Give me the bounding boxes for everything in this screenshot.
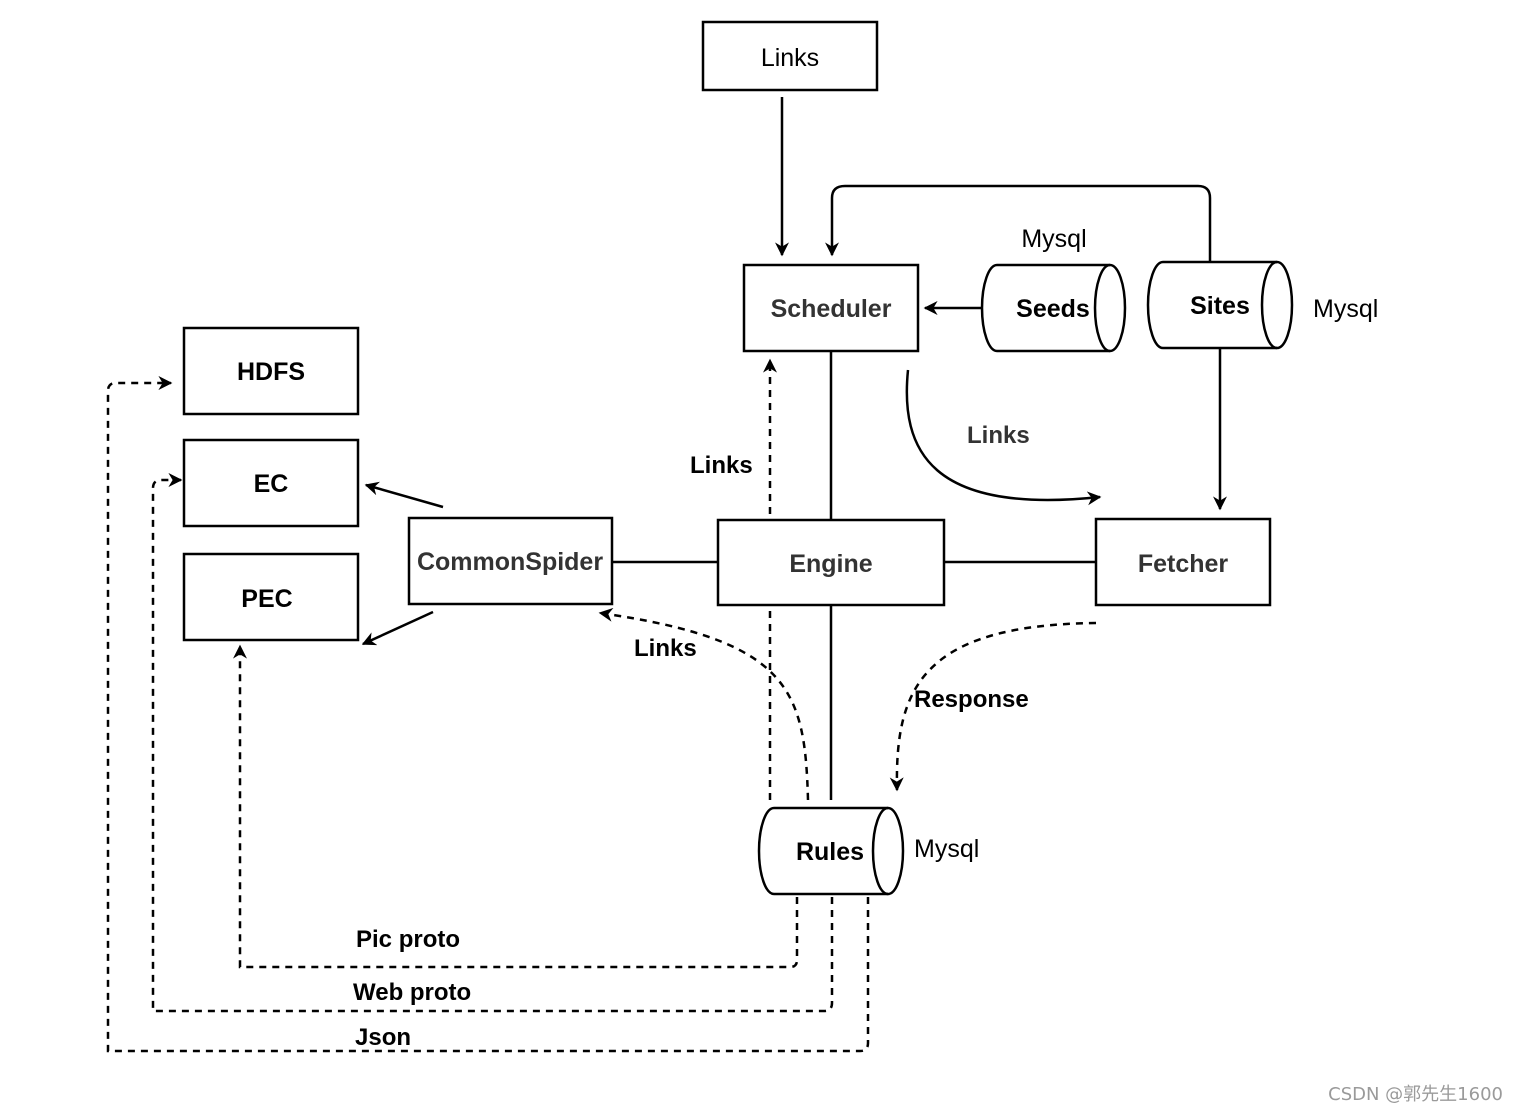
node-hdfs-label: HDFS: [237, 358, 305, 386]
node-seeds: Seeds: [980, 263, 1127, 353]
edge-label-rules-commonspider: Links: [634, 635, 697, 662]
edge-rules-to-pec: [233, 644, 799, 969]
node-seeds-label: Seeds: [1016, 295, 1090, 323]
seeds-db-label: Mysql: [1021, 225, 1086, 253]
edge-sites-to-scheduler: [825, 184, 1212, 262]
node-links-top-label: Links: [761, 44, 819, 72]
node-rules-label: Rules: [796, 838, 864, 866]
edge-label-scheduler-fetcher: Links: [967, 422, 1030, 449]
node-sites-label: Sites: [1190, 292, 1250, 320]
edge-label-fetcher-rules: Response: [914, 686, 1029, 713]
edge-rules-to-commonspider: [598, 607, 810, 801]
node-scheduler: Scheduler: [742, 263, 920, 353]
node-engine: Engine: [716, 518, 946, 607]
edge-label-rules-hdfs: Json: [355, 1024, 411, 1051]
node-engine-label: Engine: [789, 550, 872, 578]
node-rules: Rules: [757, 806, 905, 896]
node-scheduler-label: Scheduler: [771, 295, 892, 323]
edge-rules-to-ec: [151, 473, 834, 1013]
edge-rules-to-hdfs: [106, 376, 870, 1053]
node-links-top: Links: [701, 20, 879, 92]
node-ec-label: EC: [254, 470, 289, 498]
edge-commonspider-to-pec: [361, 610, 434, 646]
node-pec: PEC: [182, 552, 360, 642]
edge-label-rules-pec: Pic proto: [356, 926, 460, 953]
rules-db-label: Mysql: [914, 835, 979, 863]
node-common-spider: CommonSpider: [407, 516, 614, 606]
node-fetcher-label: Fetcher: [1138, 550, 1229, 578]
node-hdfs: HDFS: [182, 326, 360, 416]
edge-commonspider-to-ec: [364, 481, 444, 509]
node-common-spider-label: CommonSpider: [417, 548, 603, 576]
node-pec-label: PEC: [241, 585, 292, 613]
node-fetcher: Fetcher: [1094, 517, 1272, 607]
sites-db-label: Mysql: [1313, 295, 1378, 323]
edge-label-rules-scheduler: Links: [690, 452, 753, 479]
node-ec: EC: [182, 438, 360, 528]
edge-label-rules-ec: Web proto: [353, 979, 471, 1006]
node-sites: Sites: [1146, 260, 1294, 350]
edge-scheduler-to-fetcher: [905, 369, 1102, 506]
watermark: CSDN @郭先生1600: [1328, 1084, 1503, 1105]
